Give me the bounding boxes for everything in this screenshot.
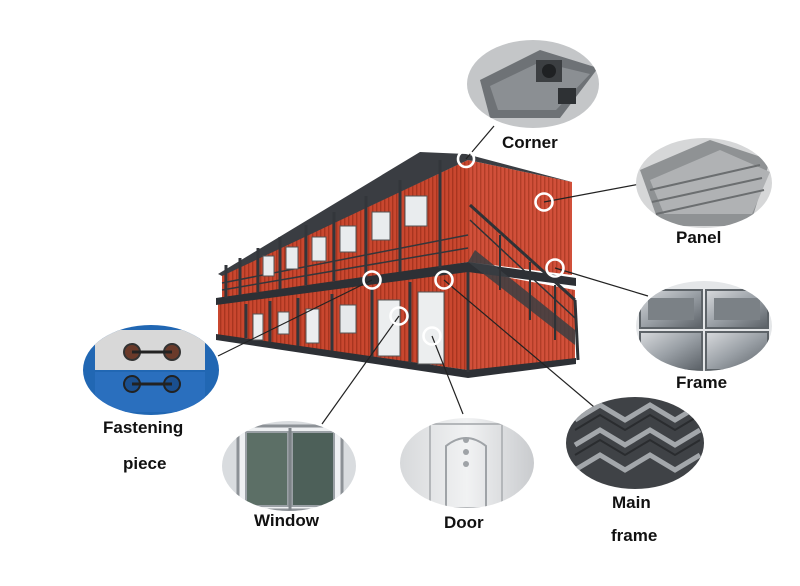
marker-window (389, 306, 409, 326)
marker-main-frame (434, 270, 454, 290)
sliding-window-icon (222, 421, 356, 511)
lower-posts (244, 272, 470, 372)
lower-end-wall (468, 270, 575, 372)
label-window: Window (254, 511, 319, 530)
marker-frame (545, 258, 565, 278)
steel-door-icon (400, 418, 534, 508)
main-frame-beam-icon (566, 397, 704, 489)
marker-door (422, 326, 442, 346)
leader-lines (217, 125, 649, 425)
corner-fitting-icon (467, 40, 599, 128)
label-frame: Frame (676, 373, 728, 392)
container-building (216, 152, 580, 378)
upper-windows (262, 195, 428, 277)
staircase (468, 203, 580, 361)
label-main-frame-line2: frame (611, 526, 658, 545)
label-main-frame-line1: Main (612, 493, 651, 512)
label-door: Door (444, 513, 484, 532)
marker-corner (456, 149, 476, 169)
label-corner: Corner (502, 133, 558, 152)
upper-end-wall (468, 160, 572, 275)
label-fastening-line1: Fastening (103, 418, 184, 437)
roof (218, 152, 572, 276)
marker-fastening (362, 270, 382, 290)
sandwich-panel-icon (636, 138, 772, 228)
label-panel: Panel (676, 228, 722, 247)
label-fastening-line2: piece (123, 454, 167, 473)
bolt-fastener-icon (83, 325, 219, 415)
marker-panel (534, 192, 554, 212)
markers (362, 149, 565, 346)
steel-tube-icon (636, 281, 772, 371)
